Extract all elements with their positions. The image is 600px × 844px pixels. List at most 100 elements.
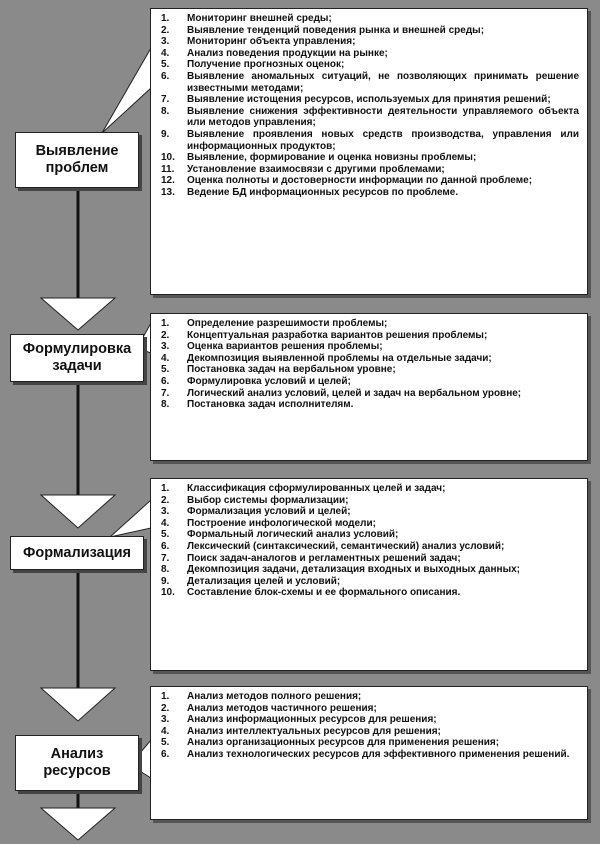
item-text: Детализация целей и условий; bbox=[187, 575, 341, 587]
list-item: 9. Детализация целей и условий; bbox=[161, 576, 579, 588]
item-number: 5. bbox=[161, 364, 170, 376]
item-number: 8. bbox=[161, 399, 170, 411]
item-number: 2. bbox=[161, 24, 170, 36]
item-text: Декомпозиция задачи, детализация входных… bbox=[187, 564, 521, 576]
stage-problem-identification: Выявление проблем bbox=[15, 132, 139, 188]
item-text: Выявление проявления новых средств произ… bbox=[187, 128, 579, 152]
list-item: 7.Логический анализ условий, целей и зад… bbox=[161, 388, 579, 400]
list-item: 1.Анализ методов полного решения; bbox=[161, 691, 579, 703]
item-number: 9. bbox=[161, 575, 170, 587]
item-number: 5. bbox=[161, 737, 170, 749]
item-number: 3. bbox=[161, 506, 170, 518]
list-item: 5. Анализ организационных ресурсов для пр… bbox=[161, 737, 579, 749]
item-text: Постановка задач исполнителям. bbox=[187, 399, 354, 411]
item-number: 4. bbox=[161, 517, 170, 529]
stage-formalization: Формализация bbox=[10, 536, 144, 570]
item-number: 1. bbox=[161, 318, 170, 329]
list-item: 5. Постановка задач на вербальном уровне; bbox=[161, 364, 579, 376]
item-text: Выявление, формирование и оценка новизны… bbox=[187, 152, 477, 164]
item-text: Выявление снижения эффективности деятель… bbox=[187, 105, 579, 129]
item-text: Постановка задач на вербальном уровне; bbox=[187, 364, 396, 376]
list-item: 2. Анализ методов частичного решения; bbox=[161, 703, 579, 715]
item-text: Классификация сформулированных целей и з… bbox=[187, 483, 446, 494]
flow-arrow-4 bbox=[39, 807, 117, 841]
item-number: 1. bbox=[161, 13, 170, 24]
item-number: 8. bbox=[161, 105, 170, 117]
list-item: 4. Анализ интеллектуальных ресурсов для р… bbox=[161, 726, 579, 738]
item-number: 2. bbox=[161, 494, 170, 506]
item-text: Выявление истощения ресурсов, используем… bbox=[187, 94, 551, 106]
list-item: 10. Выявление, формирование и оценка нови… bbox=[161, 152, 579, 164]
item-list: 1.Определение разрешимости проблемы;2.Ко… bbox=[161, 318, 579, 411]
callout-pointer-1 bbox=[101, 46, 152, 134]
item-text: Анализ организационных ресурсов для прим… bbox=[187, 737, 500, 749]
callout-resource-analysis: 1.Анализ методов полного решения;2. Анали… bbox=[150, 686, 588, 820]
list-item: 8. Выявление снижения эффективности деяте… bbox=[161, 106, 579, 129]
stage-resource-analysis: Анализ ресурсов bbox=[15, 735, 139, 791]
callout-formalization: 1. Классификация сформулированных целей и… bbox=[150, 478, 588, 671]
item-number: 6. bbox=[161, 540, 170, 552]
item-number: 7. bbox=[161, 94, 170, 106]
item-text: Лексический (синтаксический, семантическ… bbox=[187, 540, 505, 552]
list-item: 2.Концептуальная разработка вариантов ре… bbox=[161, 330, 579, 342]
list-item: 7. Выявление истощения ресурсов, использу… bbox=[161, 94, 579, 106]
list-item: 4. Построение инфологической модели; bbox=[161, 518, 579, 530]
list-item: 2. Выбор системы формализации; bbox=[161, 495, 579, 507]
item-text: Мониторинг внешней среды; bbox=[187, 13, 332, 24]
list-item: 6. Анализ технологических ресурсов для эф… bbox=[161, 749, 579, 761]
list-item: 10. Составление блок-схемы и ее формально… bbox=[161, 587, 579, 599]
item-number: 4. bbox=[161, 352, 170, 364]
list-item: 9. Выявление проявления новых средств про… bbox=[161, 129, 579, 152]
item-number: 9. bbox=[161, 128, 170, 140]
item-number: 4. bbox=[161, 725, 170, 737]
callout-task-formulation: 1.Определение разрешимости проблемы;2.Ко… bbox=[150, 313, 588, 461]
item-number: 5. bbox=[161, 529, 170, 541]
item-text: Выявление аномальных ситуаций, не позвол… bbox=[187, 70, 579, 94]
item-text: Получение прогнозных оценок; bbox=[187, 59, 345, 71]
list-item: 8. Декомпозиция задачи, детализация входн… bbox=[161, 564, 579, 576]
item-number: 8. bbox=[161, 564, 170, 576]
list-item: 6. Лексический (синтаксический, семантиче… bbox=[161, 541, 579, 553]
item-text: Концептуальная разработка вариантов реше… bbox=[187, 329, 488, 341]
list-item: 3.Анализ информационных ресурсов для реш… bbox=[161, 714, 579, 726]
list-item: 5. Формальный логический анализ условий; bbox=[161, 529, 579, 541]
item-number: 6. bbox=[161, 70, 170, 82]
flow-arrow-3 bbox=[39, 687, 117, 722]
item-text: Анализ методов частичного решения; bbox=[187, 702, 377, 714]
item-text: Составление блок-схемы и ее формального … bbox=[187, 587, 461, 599]
item-text: Анализ технологических ресурсов для эффе… bbox=[187, 748, 570, 760]
item-text: Формальный логический анализ условий; bbox=[187, 529, 399, 541]
item-number: 6. bbox=[161, 748, 170, 760]
item-number: 1. bbox=[161, 483, 170, 494]
item-list: 1. Мониторинг внешней среды;2.Выявление т… bbox=[161, 13, 579, 199]
callout-pointer-3 bbox=[108, 498, 152, 538]
list-item: 1.Определение разрешимости проблемы; bbox=[161, 318, 579, 330]
item-number: 4. bbox=[161, 47, 170, 59]
item-text: Анализ поведения продукции на рынке; bbox=[187, 47, 388, 59]
list-item: 11. Установление взаимосвязи с другими пр… bbox=[161, 164, 579, 176]
item-number: 3. bbox=[161, 36, 170, 48]
item-number: 7. bbox=[161, 387, 170, 399]
item-number: 10. bbox=[161, 152, 175, 164]
item-number: 2. bbox=[161, 702, 170, 714]
list-item: 5.Получение прогнозных оценок; bbox=[161, 59, 579, 71]
item-number: 10. bbox=[161, 587, 175, 599]
item-text: Ведение БД информационных ресурсов по пр… bbox=[187, 186, 459, 198]
item-text: Построение инфологической модели; bbox=[187, 517, 376, 529]
item-text: Оценка полноты и достоверности информаци… bbox=[187, 175, 533, 187]
list-item: 13.Ведение БД информационных ресурсов по… bbox=[161, 187, 579, 199]
callout-problem-identification: 1. Мониторинг внешней среды;2.Выявление т… bbox=[150, 8, 588, 295]
list-item: 1. Классификация сформулированных целей и… bbox=[161, 483, 579, 495]
item-text: Выбор системы формализации; bbox=[187, 494, 349, 506]
list-item: 4. Анализ поведения продукции на рынке; bbox=[161, 48, 579, 60]
list-item: 6. Выявление аномальных ситуаций, не позв… bbox=[161, 71, 579, 94]
item-text: Анализ интеллектуальных ресурсов для реш… bbox=[187, 725, 441, 737]
list-item: 12.Оценка полноты и достоверности информ… bbox=[161, 175, 579, 187]
item-text: Анализ методов полного решения; bbox=[187, 691, 362, 702]
item-number: 11. bbox=[161, 163, 175, 175]
list-item: 2.Выявление тенденций поведения рынка и … bbox=[161, 25, 579, 37]
item-text: Анализ информационных ресурсов для решен… bbox=[187, 714, 437, 726]
list-item: 3.Мониторинг объекта управления; bbox=[161, 36, 579, 48]
item-text: Установление взаимосвязи с другими пробл… bbox=[187, 163, 445, 175]
